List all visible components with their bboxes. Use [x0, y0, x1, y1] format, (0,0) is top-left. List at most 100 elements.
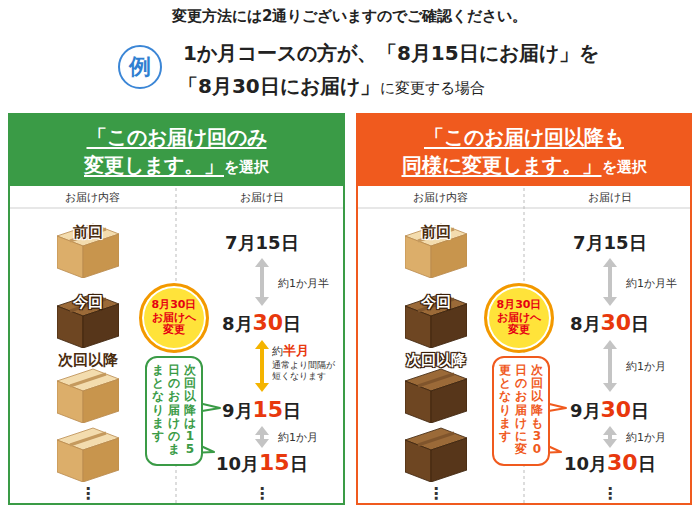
arrow-head [603, 426, 617, 435]
date: 日 [283, 400, 301, 421]
date: 9月 [570, 400, 601, 421]
interval-label: 約1か月 [626, 359, 666, 374]
ellipsis: ⋮ [428, 486, 444, 502]
date: 日 [290, 453, 308, 474]
change-callout: 8月30日 お届けへ 変更 [484, 283, 554, 353]
option-panel: 「このお届け回以降も 同様に変更します。」を選択 8月30日 お届けへ 変更次回以… [356, 113, 692, 505]
subtitle-line: 1か月コースの方が、「8月15日にお届け」を [183, 40, 599, 67]
panel-header: 「このお届け回のみ 変更します。」を選択 [10, 115, 343, 186]
interval-label: 約1か月半 [626, 276, 677, 291]
vertical-note: 次回以降は15日のお届けのままとなります [152, 364, 196, 457]
date: 15 [259, 450, 290, 475]
date: 7月15日 [573, 231, 647, 255]
callout-text: 8月30日 お届けへ 変更 [492, 299, 546, 337]
subtitle-line: に変更する場合 [380, 79, 485, 97]
date: 日 [283, 313, 301, 334]
header-band [8, 113, 345, 186]
date: 30 [607, 450, 638, 475]
interval-note: 通常より間隔が 短くなります [272, 360, 340, 383]
date: 8月 [570, 313, 601, 334]
box-label: 今回 [421, 293, 451, 312]
date-group: 9月30日 [570, 397, 649, 423]
box-icon [405, 294, 467, 348]
interval-arrow [255, 426, 269, 448]
arrow-head [255, 340, 269, 349]
header-band [356, 113, 692, 186]
date: 7月15日 [225, 231, 299, 255]
change-callout: 8月30日 お届けへ 変更 [139, 283, 209, 353]
interval-label-group: 約半月 [272, 340, 309, 360]
date: 30 [601, 397, 632, 422]
panel-header-text: 「このお届け回以降も 同様に変更します。」を選択 [374, 123, 674, 179]
date: 日 [631, 400, 649, 421]
box-icon [405, 224, 467, 278]
panel-header-text: 「このお届け回のみ 変更します。」を選択 [27, 123, 327, 179]
date-group: 8月30日 [570, 310, 649, 336]
box-icon [57, 369, 119, 423]
panel-header: 「このお届け回以降も 同様に変更します。」を選択 [358, 115, 690, 186]
date-group: 10月15日 [216, 450, 308, 476]
box-icon [405, 369, 467, 423]
date-group: 8月30日 [222, 310, 301, 336]
box-label: 次回以降 [406, 351, 466, 370]
date: 10月 [564, 453, 607, 474]
arrow-head [255, 426, 269, 435]
arrow-head [603, 383, 617, 392]
box-icon [57, 294, 119, 348]
column-header: お届け内容 [65, 190, 120, 205]
arrow-head [603, 439, 617, 448]
arrow-head [255, 383, 269, 392]
option-panel: 「このお届け回のみ 変更します。」を選択 8月30日 お届けへ 変更次回以降は15… [8, 113, 345, 505]
panel-title-suffix: を選択 [602, 158, 647, 176]
column-header: お届け日 [240, 190, 284, 205]
box-label: 前回 [73, 223, 103, 242]
date: 15 [253, 397, 284, 422]
arrow-shaft [260, 346, 264, 386]
box-label: 次回以降 [58, 351, 118, 370]
arrow-head [255, 258, 269, 267]
date: 30 [253, 310, 284, 335]
note-bubble: 次回以降は15日のお届けのままとなります [145, 356, 203, 466]
panel-title: 「このお届け回以降も 同様に変更します。」 [402, 125, 625, 177]
arrow-shaft [260, 264, 264, 300]
ellipsis: ⋮ [602, 486, 618, 502]
date-group: 10月30日 [564, 450, 656, 476]
example-badge: 例 [118, 45, 162, 89]
column-header: お届け日 [588, 190, 632, 205]
interval-label: 約1か月 [626, 430, 666, 445]
box-label: 今回 [73, 293, 103, 312]
arrow-head [603, 340, 617, 349]
arrow-head [255, 297, 269, 306]
date: 10月 [216, 453, 259, 474]
arrow-head [603, 258, 617, 267]
column-header: お届け内容 [413, 190, 468, 205]
panel-title-suffix: を選択 [224, 158, 269, 176]
box-icon [57, 224, 119, 278]
date: 日 [638, 453, 656, 474]
arrow-shaft [608, 346, 612, 386]
date: 9月 [222, 400, 253, 421]
page-title: 変更方法には2通りございますのでご確認ください。 [172, 7, 527, 26]
arrow-shaft [608, 264, 612, 300]
date: 日 [631, 313, 649, 334]
interval-arrow [603, 258, 617, 306]
callout-text: 8月30日 お届けへ 変更 [147, 299, 201, 337]
interval-label: 約1か月 [278, 430, 318, 445]
note-bubble: 次回以降も30日のお届けに変更となります [492, 356, 550, 466]
vertical-note: 次回以降も30日のお届けに変更となります [499, 364, 543, 457]
box-icon [405, 428, 467, 482]
date-group: 9月15日 [222, 397, 301, 423]
interval-arrow [603, 426, 617, 448]
ellipsis: ⋮ [80, 486, 96, 502]
subtitle-line-group: 「8月30日にお届け」に変更する場合 [178, 73, 485, 100]
arrow-head [603, 297, 617, 306]
badge-text: 例 [129, 56, 151, 78]
ellipsis: ⋮ [254, 486, 270, 502]
interval-label: 半月 [283, 343, 309, 358]
interval-label: 約 [272, 345, 283, 358]
date: 30 [601, 310, 632, 335]
date: 8月 [222, 313, 253, 334]
interval-label: 約1か月半 [278, 276, 329, 291]
box-icon [57, 428, 119, 482]
